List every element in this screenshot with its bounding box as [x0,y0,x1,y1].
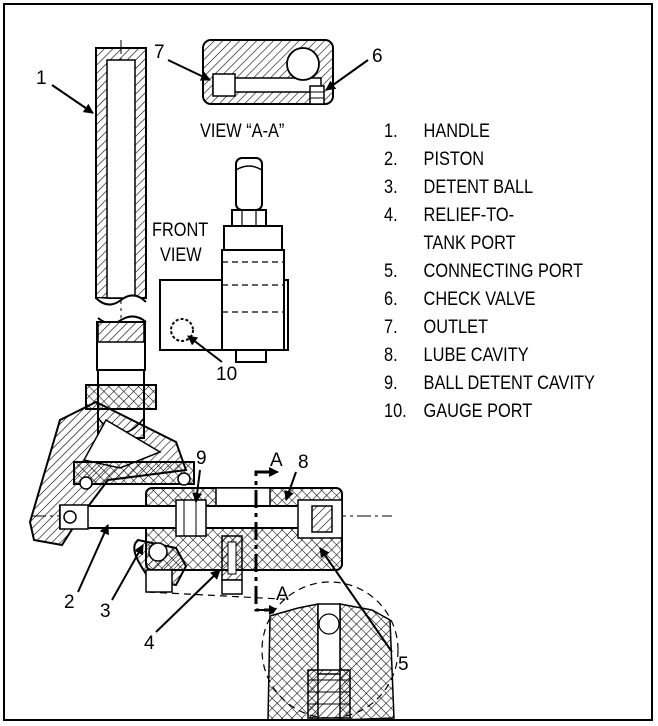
callout-10: 10 [216,364,237,385]
front-view-drawing [159,157,289,363]
callout-2: 2 [64,592,75,613]
leader-1 [51,84,94,114]
legend-item: 6.CHECK VALVE [384,289,536,310]
legend-item: 10.GAUGE PORT [384,401,533,422]
leader-8 [284,471,297,501]
leader-6 [325,59,369,91]
section-mark-bottom: A [276,584,289,605]
legend-item: 5.CONNECTING PORT [384,261,584,282]
leader-7 [167,59,211,81]
leader-lines [51,59,393,653]
callout-3: 3 [100,601,111,622]
callout-8: 8 [298,452,309,473]
leader-3 [111,544,144,601]
legend-item: 8.LUBE CAVITY [384,345,529,366]
view-a-a-drawing [202,39,334,105]
callout-9: 9 [196,448,207,469]
legend-item: 7.OUTLET [384,317,489,338]
detail-enlargement [147,581,399,721]
front-view-label-line2: VIEW [160,244,202,265]
legend-item: 1.HANDLE [384,121,490,142]
leader-9 [192,469,203,503]
leader-5 [319,547,393,653]
front-view-label-line1: FRONT [152,219,208,240]
legend-item: 3.DETENT BALL [384,177,534,198]
callout-1: 1 [36,68,47,89]
leader-4 [155,569,221,633]
handle-drawing [95,40,147,371]
legend-item: 9.BALL DETENT CAVITY [384,373,595,394]
callout-4: 4 [144,633,155,654]
figure-frame [3,3,653,721]
legend-item: 4.RELIEF-TO-TANK PORT [384,205,516,254]
callout-6: 6 [372,46,383,67]
legend-item: 2.PISTON [384,149,485,170]
legend-list: 1.HANDLE 2.PISTON 3.DETENT BALL 4.RELIEF… [384,118,658,426]
section-mark-top: A [270,450,283,471]
valve-body-section [32,487,392,595]
callout-7: 7 [154,42,165,63]
view-a-a-label: VIEW “A-A” [200,120,284,141]
leader-2 [77,524,109,593]
callout-5: 5 [398,654,409,675]
leader-10 [187,335,223,363]
